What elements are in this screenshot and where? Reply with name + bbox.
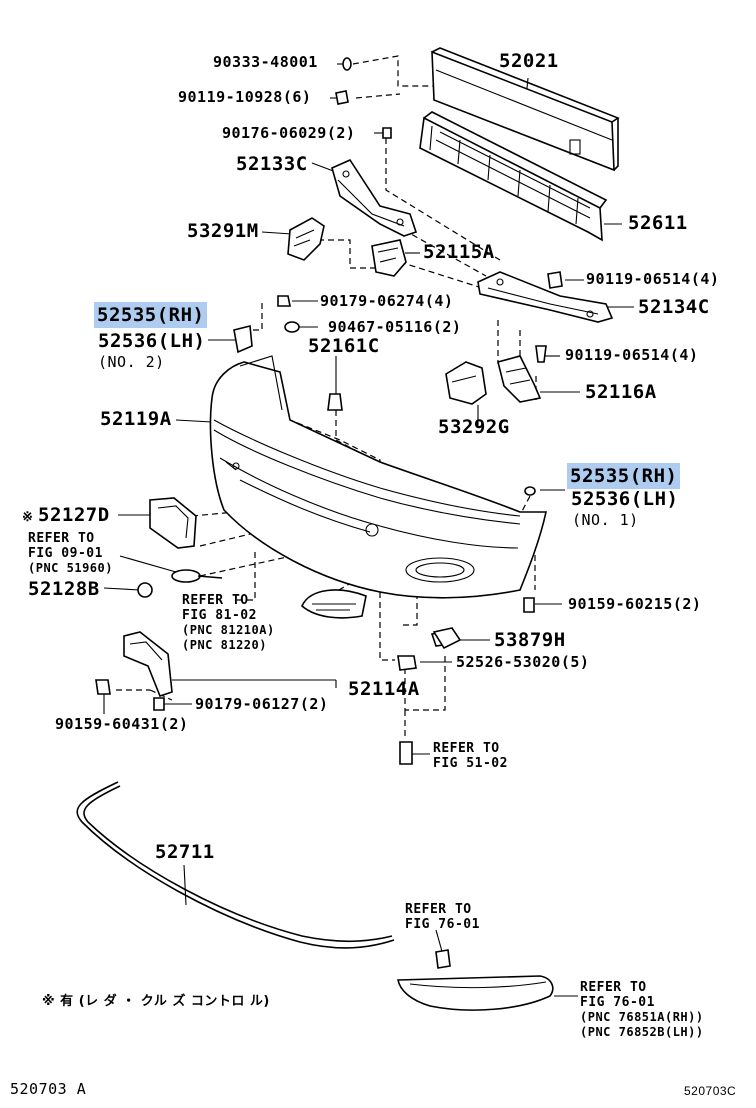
label-90119-06514-b: 90119-06514(4) — [565, 346, 699, 364]
ref-line: FIG 76-01 — [580, 995, 655, 1010]
highlight-52535rh-right: 52535(RH) — [567, 463, 681, 489]
label-52711: 52711 — [155, 841, 215, 863]
label-52611: 52611 — [628, 212, 688, 234]
ref-line: REFER TO — [580, 980, 647, 995]
ref-line: (PNC 81210A) — [182, 623, 275, 637]
clip-53879h — [432, 627, 462, 650]
label-53291m: 53291M — [187, 220, 259, 242]
retainer-52116a — [497, 355, 542, 403]
ref-fig-51-02: REFER TO FIG 51-02 — [433, 741, 508, 771]
ref-line: (PNC 76851A(RH)) — [580, 1010, 704, 1024]
ref-line: REFER TO — [28, 531, 95, 546]
ref-line: REFER TO — [405, 902, 472, 917]
label-52128b: 52128B — [28, 578, 100, 600]
label-52536lh-right: 52536(LH) — [571, 488, 679, 510]
label-90119-06514-a: 90119-06514(4) — [586, 270, 720, 288]
molding-52711 — [76, 781, 395, 949]
label-90467-05116: 90467-05116(2) — [328, 318, 462, 336]
bracket-52127d — [149, 497, 197, 549]
label-52021: 52021 — [499, 50, 559, 72]
label-90159-60431: 90159-60431(2) — [55, 715, 189, 733]
label-52536lh-top: 52536(LH) — [98, 330, 206, 352]
energy-absorber-52611 — [419, 111, 608, 242]
license-bracket-52114a — [123, 631, 173, 697]
figure-code-right: 520703C — [684, 1084, 737, 1098]
footnote: ※ 有 (レ ダ ・ クル ズ コントロ ル) — [42, 994, 270, 1009]
label-52127d: 52127D — [38, 504, 110, 526]
ref-line: (PNC 51960) — [28, 561, 113, 575]
towing-eye-and-cover — [137, 569, 223, 598]
ref-line: FIG 51-02 — [433, 756, 508, 771]
ref-line: REFER TO — [182, 593, 249, 608]
bracket-53291m — [287, 217, 325, 261]
label-no2: (NO. 2) — [98, 353, 165, 371]
label-52535rh-top: 52535(RH) — [94, 302, 208, 328]
highlight-52535rh-top: 52535(RH) — [94, 302, 208, 328]
ref-line: FIG 76-01 — [405, 917, 480, 932]
label-52114a: 52114A — [348, 678, 420, 700]
label-90119-10928: 90119-10928(6) — [178, 88, 312, 106]
ref-line: REFER TO — [433, 741, 500, 756]
label-52535rh-right: 52535(RH) — [567, 463, 681, 489]
fog-lamp — [301, 589, 367, 619]
label-52526-53020: 52526-53020(5) — [456, 653, 590, 671]
figure-code-left: 520703 A — [10, 1080, 87, 1098]
bracket-53292g — [445, 361, 487, 405]
lower-spoiler — [397, 975, 554, 1011]
label-90179-06274: 90179-06274(4) — [320, 292, 454, 310]
note-mark: ※ — [22, 510, 34, 525]
label-no1: (NO. 1) — [572, 511, 639, 529]
ref-line: FIG 81-02 — [182, 608, 257, 623]
label-53879h: 53879H — [494, 629, 566, 651]
ref-fig-76-01-a: REFER TO FIG 76-01 — [405, 902, 480, 932]
ref-line: (PNC 81220) — [182, 638, 267, 652]
ref-fig-76-01-b: REFER TO FIG 76-01 (PNC 76851A(RH)) (PNC… — [580, 980, 704, 1040]
label-52116a: 52116A — [585, 381, 657, 403]
label-52161c: 52161C — [308, 335, 380, 357]
retainer-52115a — [371, 239, 407, 277]
bracket-52134c — [477, 271, 614, 323]
label-52119a: 52119A — [100, 408, 172, 430]
bracket-52133c — [331, 158, 418, 237]
ref-fig-09-01: REFER TO FIG 09-01 (PNC 51960) — [28, 531, 113, 576]
label-90179-06127: 90179-06127(2) — [195, 695, 329, 713]
label-90176-06029: 90176-06029(2) — [222, 124, 356, 142]
label-90333-48001: 90333-48001 — [213, 53, 318, 71]
bumper-cover-52119a — [209, 355, 547, 599]
label-52133c: 52133C — [236, 153, 308, 175]
ref-line: (PNC 76852B(LH)) — [580, 1025, 704, 1039]
ref-fig-81-02: REFER TO FIG 81-02 (PNC 81210A) (PNC 812… — [182, 593, 275, 653]
label-52134c: 52134C — [638, 296, 710, 318]
label-52115a: 52115A — [423, 241, 495, 263]
label-90159-60215: 90159-60215(2) — [568, 595, 702, 613]
ref-line: FIG 09-01 — [28, 546, 103, 561]
label-53292g: 53292G — [438, 416, 510, 438]
reinforcement-52021 — [431, 47, 620, 172]
